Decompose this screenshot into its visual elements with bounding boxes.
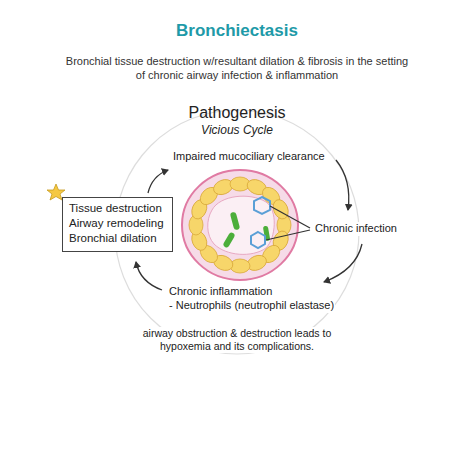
bacterium-cluster	[251, 232, 265, 248]
cycle-step: Impaired mucociliary clearance	[172, 150, 326, 164]
title: Bronchiectasis	[0, 20, 474, 41]
process-box: Tissue destructionAirway remodelingBronc…	[62, 197, 173, 252]
box-text: Bronchial dilation	[69, 231, 166, 246]
airway-lumen	[208, 196, 275, 254]
subtitle: Bronchial tissue destruction w/resultant…	[62, 55, 412, 83]
section-subheading: Vicious Cycle	[0, 123, 474, 138]
bacterium-rod	[222, 232, 235, 249]
bacterium-rod	[230, 212, 240, 231]
leader-line	[270, 206, 310, 228]
box-text: Airway remodeling	[69, 216, 166, 231]
section-heading: Pathogenesis	[0, 103, 474, 123]
box-text: Tissue destruction	[69, 201, 166, 216]
airway-wall	[182, 170, 298, 280]
cycle-arrow	[136, 262, 162, 290]
leader-line	[266, 230, 310, 240]
bacterium-cluster	[254, 197, 270, 214]
cycle-step: Chronic inflammation	[168, 285, 273, 299]
cycle-arrow	[336, 160, 349, 210]
cycle-step: Chronic infection	[314, 222, 398, 236]
cycle-arrow	[324, 244, 362, 282]
note: airway obstruction & destruction leads t…	[137, 327, 337, 353]
cycle-arrow	[148, 170, 168, 193]
epithelial-cells	[189, 177, 291, 273]
cycle-detail: - Neutrophils (neutrophil elastase)	[168, 299, 335, 313]
